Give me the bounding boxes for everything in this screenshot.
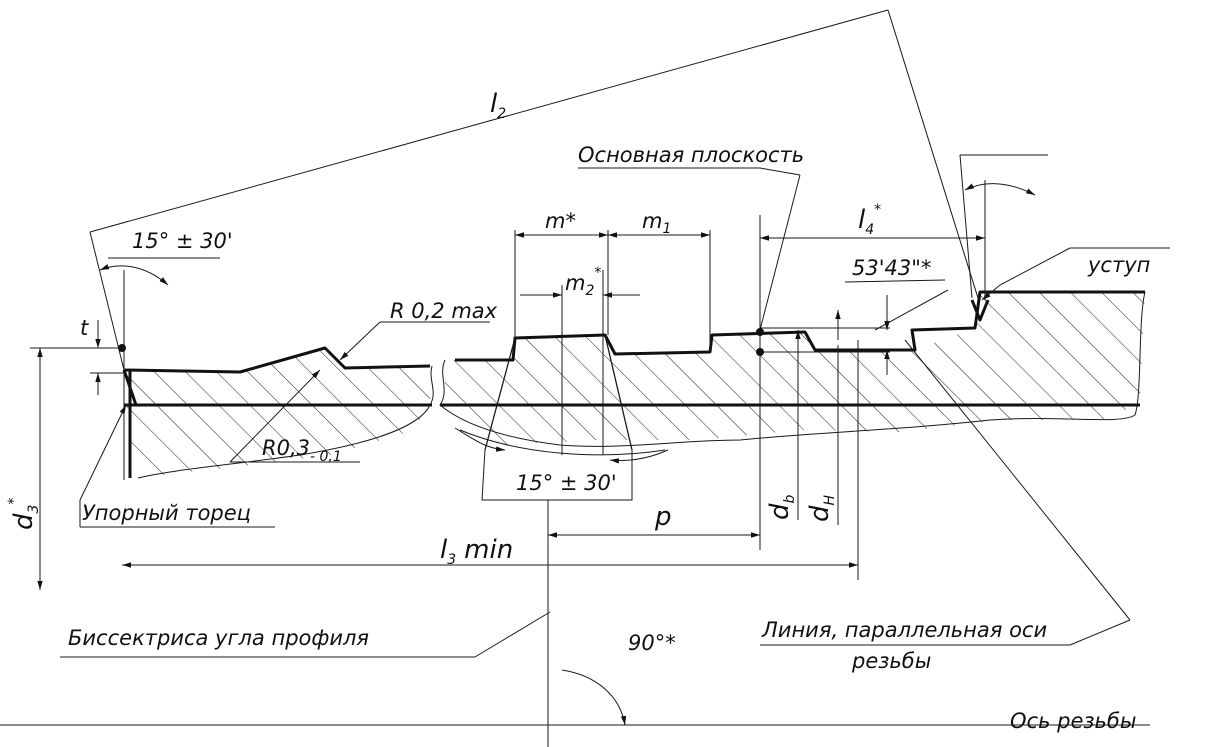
label-db: db: [765, 494, 798, 520]
text-labels: l2 Основная плоскость 15° ± 30' m* m1 m2…: [6, 89, 1150, 733]
label-m1: m1: [642, 209, 671, 237]
basic-plane-point-top: [756, 328, 764, 336]
label-stop-face: Упорный торец: [82, 501, 251, 525]
step-uступ: [970, 299, 990, 322]
construction-lines: [0, 9, 1170, 747]
label-thread-axis: Ось резьбы: [1010, 709, 1136, 733]
basic-plane-point-bottom: [756, 348, 764, 356]
label-r03: R0,3- 0,1: [262, 436, 342, 465]
left-profile-outline: [123, 346, 431, 374]
dimension-lines: [37, 183, 1036, 726]
label-bisector: Биссектриса угла профиля: [68, 626, 369, 650]
label-basic-plane: Основная плоскость: [578, 143, 804, 167]
label-ustup: уступ: [1087, 253, 1150, 277]
label-angle-small: 53'43"*: [852, 256, 931, 280]
thread-flank-left: [484, 337, 516, 451]
right-hatched-body: [445, 292, 1145, 445]
left-section: [118, 344, 434, 480]
label-m2: m2*: [565, 265, 601, 299]
right-section: [439, 290, 1146, 456]
label-angle-90: 90°*: [628, 631, 676, 655]
label-d3: d3*: [6, 498, 42, 530]
label-t: t: [80, 316, 89, 340]
label-angle-bottom: 15° ± 30': [516, 471, 617, 495]
thread-flank-right: [604, 334, 633, 451]
label-m-star: m*: [545, 209, 576, 233]
label-p: p: [654, 502, 672, 532]
label-l2: l2: [490, 89, 506, 122]
label-parallel-line-1: Линия, параллельная оси: [761, 618, 1047, 642]
right-break-line: [439, 291, 1146, 447]
left-break-line: [137, 365, 434, 479]
left-hatched-body: [124, 350, 432, 478]
label-parallel-line-2: резьбы: [851, 649, 931, 673]
label-l4: l4*: [858, 202, 881, 238]
label-angle-top: 15° ± 30': [132, 229, 233, 253]
label-r02: R 0,2 max: [390, 299, 498, 323]
label-dh: dH: [805, 494, 838, 522]
